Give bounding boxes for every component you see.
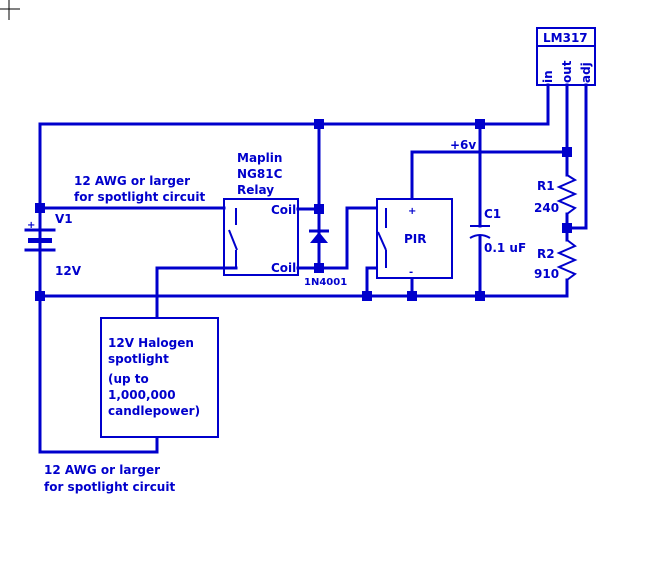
junction-nodes (35, 119, 572, 301)
lm317-label: LM317 (543, 31, 588, 45)
junction-node (314, 204, 324, 214)
c1-value: 0.1 uF (484, 241, 526, 255)
r2-name: R2 (537, 247, 555, 261)
r1-name: R1 (537, 179, 555, 193)
pir-sensor: PIR + - (376, 198, 453, 279)
junction-node (35, 203, 45, 213)
junction-node (314, 119, 324, 129)
pir-plus: + (408, 206, 416, 217)
wire-note-top-line1: 12 AWG or larger (74, 174, 190, 188)
spotlight-line2: spotlight (108, 352, 169, 366)
lm317-pin-out: out (560, 60, 574, 83)
junction-node (362, 291, 372, 301)
wires (38, 110, 588, 454)
relay: Maplin NG81C Relay Coil Coil (223, 151, 299, 276)
capacitor-c1: C1 0.1 uF (469, 207, 526, 255)
r2-value: 910 (534, 267, 559, 281)
wire-note-bottom-line2: for spotlight circuit (44, 480, 175, 494)
battery-plus: + (27, 220, 35, 231)
rail-label: +6v (450, 138, 476, 152)
resistor-r2: R2 910 (534, 239, 578, 281)
c1-name: C1 (484, 207, 501, 221)
wire-note-top-line2: for spotlight circuit (74, 190, 205, 204)
battery-voltage: 12V (55, 264, 82, 278)
junction-node (314, 263, 324, 273)
battery-name: V1 (55, 212, 73, 226)
halogen-spotlight: 12V Halogen spotlight (up to 1,000,000 c… (100, 317, 219, 438)
lm317-pin-in: in (541, 70, 555, 83)
relay-coil-bottom: Coil (271, 261, 296, 275)
junction-node (562, 147, 572, 157)
relay-line2: NG81C (237, 167, 283, 181)
lm317-pin-adj: adj (579, 62, 593, 83)
relay-line1: Maplin (237, 151, 282, 165)
junction-node (475, 291, 485, 301)
spotlight-line3: (up to (108, 372, 149, 386)
relay-coil-top: Coil (271, 203, 296, 217)
relay-line3: Relay (237, 183, 274, 197)
battery-v1: + V1 12V (24, 212, 82, 298)
junction-node (562, 223, 572, 233)
junction-node (35, 291, 45, 301)
pir-minus: - (409, 267, 413, 278)
wire-note-bottom-line1: 12 AWG or larger (44, 463, 160, 477)
pir-label: PIR (404, 232, 427, 246)
spotlight-line4: 1,000,000 (108, 388, 176, 402)
diode-label: 1N4001 (304, 277, 347, 288)
resistor-r1: R1 240 (534, 174, 578, 215)
diode-1n4001: 1N4001 (304, 220, 347, 288)
spotlight-line1: 12V Halogen (108, 336, 194, 350)
r1-value: 240 (534, 201, 559, 215)
lm317-regulator: LM317 in out adj (536, 27, 596, 114)
spotlight-line5: candlepower) (108, 404, 200, 418)
junction-node (407, 291, 417, 301)
junction-node (475, 119, 485, 129)
corner-crosshair (0, 0, 20, 20)
